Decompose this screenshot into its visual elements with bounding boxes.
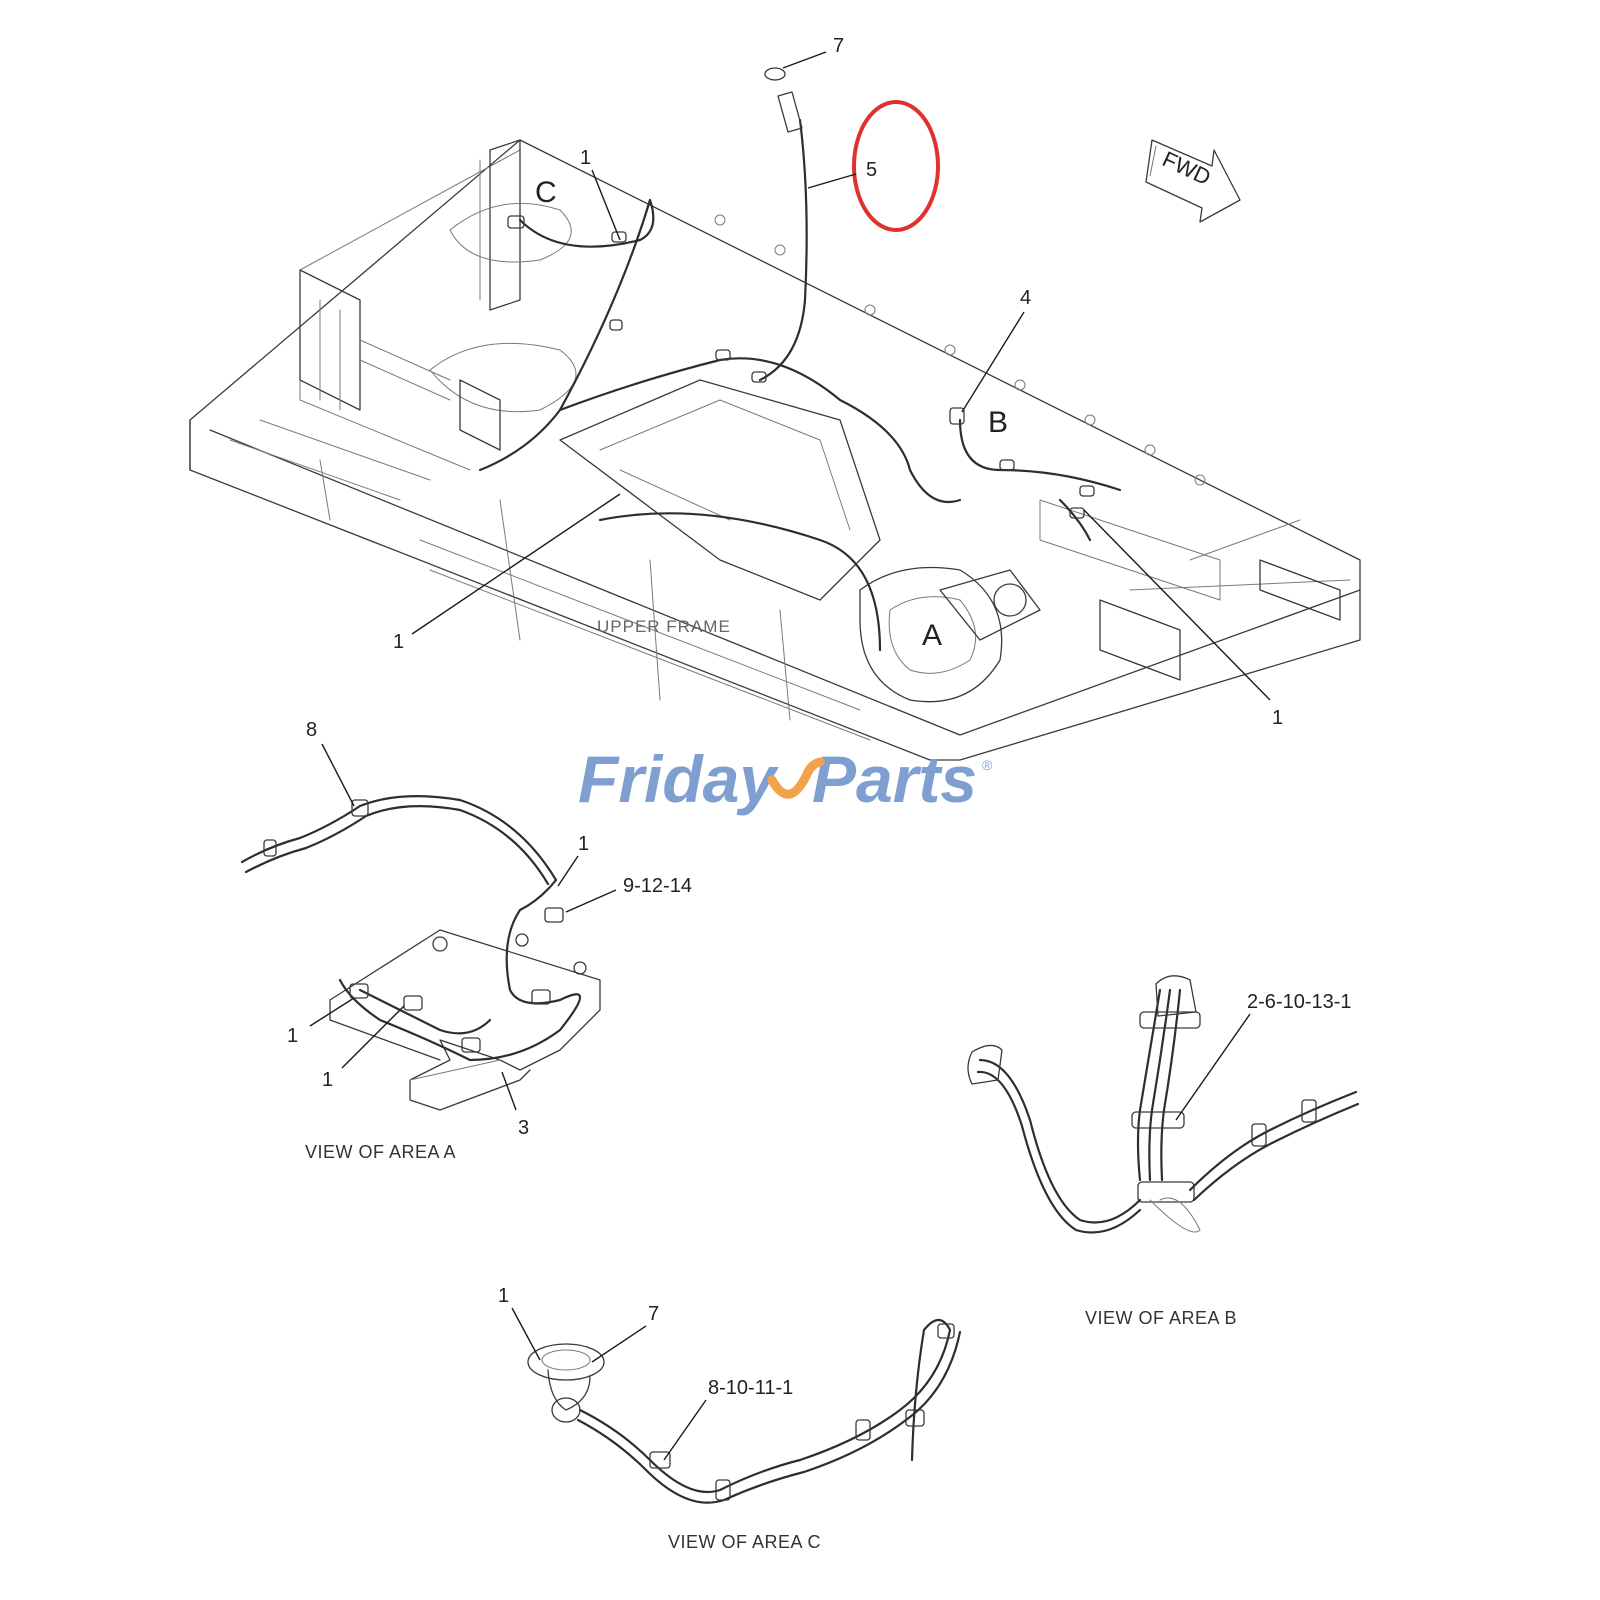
caption-view-area-b: VIEW OF AREA B bbox=[1085, 1308, 1237, 1328]
fwd-arrow bbox=[1145, 139, 1241, 223]
highlight-circle bbox=[852, 100, 940, 232]
watermark-swoosh-icon bbox=[767, 757, 825, 799]
caption-view-area-c: VIEW OF AREA C bbox=[668, 1532, 821, 1552]
callout-main-1-right: 1 bbox=[1272, 707, 1283, 729]
upper-frame-label: UPPER FRAME bbox=[597, 617, 731, 636]
callout-c-8-10-11-1: 8-10-11-1 bbox=[708, 1377, 793, 1399]
area-letter-b: B bbox=[988, 406, 1008, 439]
watermark-registered: ® bbox=[982, 757, 993, 773]
watermark-friday: Friday bbox=[578, 742, 779, 816]
callout-a-1-left: 1 bbox=[287, 1025, 298, 1047]
callout-c-1: 1 bbox=[498, 1285, 509, 1307]
watermark-parts: Parts bbox=[812, 742, 977, 816]
callout-a-1-bottom: 1 bbox=[322, 1069, 333, 1091]
callout-a-9-12-14: 9-12-14 bbox=[623, 875, 692, 897]
view-area-c-drawing bbox=[527, 1318, 962, 1504]
callout-main-1-top: 1 bbox=[580, 147, 591, 169]
callout-a-3: 3 bbox=[518, 1117, 529, 1139]
area-letter-a: A bbox=[922, 619, 942, 652]
callout-c-7: 7 bbox=[648, 1303, 659, 1325]
area-letter-c: C bbox=[535, 176, 557, 209]
callout-main-7: 7 bbox=[833, 35, 844, 57]
callout-a-1-top: 1 bbox=[578, 833, 589, 855]
callout-main-4: 4 bbox=[1020, 287, 1031, 309]
view-area-b-drawing bbox=[967, 975, 1360, 1234]
callout-a-8: 8 bbox=[306, 719, 317, 741]
callout-b-2-6-10-13-1: 2-6-10-13-1 bbox=[1247, 991, 1352, 1013]
callout-main-5: 5 bbox=[866, 159, 877, 181]
view-area-a-drawing bbox=[240, 795, 601, 1111]
caption-view-area-a: VIEW OF AREA A bbox=[305, 1142, 456, 1162]
fwd-label: FWD bbox=[1159, 146, 1215, 190]
callout-main-1-left: 1 bbox=[393, 631, 404, 653]
watermark: Friday Parts ® bbox=[578, 742, 993, 816]
upper-frame-drawing bbox=[189, 67, 1361, 761]
